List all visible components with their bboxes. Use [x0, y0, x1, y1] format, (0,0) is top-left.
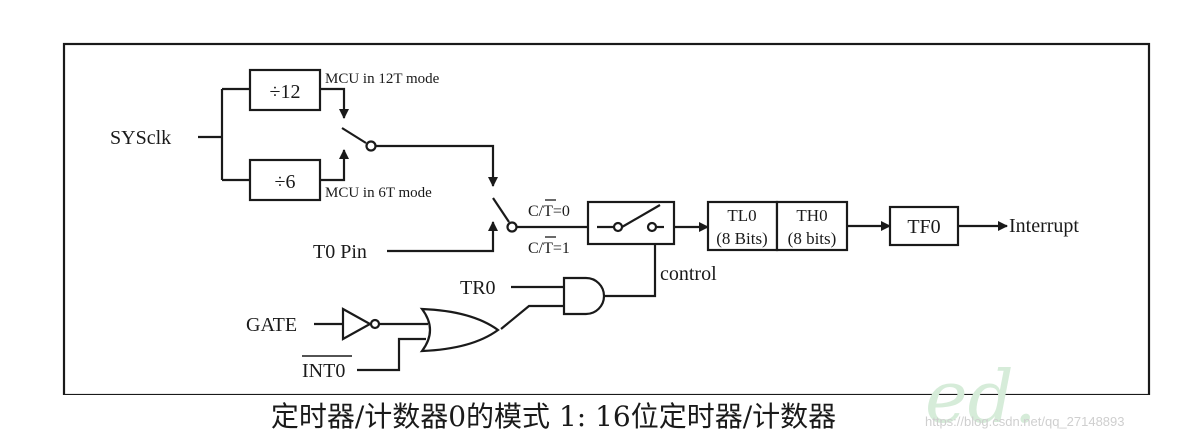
- tl0-bits: (8 Bits): [716, 229, 767, 248]
- and-gate: [562, 276, 606, 316]
- tl0-name: TL0: [727, 206, 756, 225]
- timer0-mode1-block-diagram: SYSclk ÷12 MCU in 12T mode ÷6 MCU in 6T …: [62, 42, 1151, 395]
- run-control-switch: [586, 200, 676, 246]
- interrupt-label: Interrupt: [1009, 215, 1079, 237]
- and-input-wire: [500, 304, 564, 330]
- tr0-label: TR0: [460, 277, 496, 299]
- t0-pin-wire: [387, 221, 498, 253]
- div6-output-arrow: [320, 149, 349, 182]
- diagram-frame: [62, 42, 1151, 395]
- control-label: control: [660, 263, 717, 285]
- div12-output-arrow: [320, 87, 349, 119]
- sysclk-label: SYSclk: [110, 127, 171, 149]
- tf0-flag-label: TF0: [907, 216, 940, 238]
- tl0-register: [706, 200, 779, 252]
- figure-caption-text: 定时器/计数器0的模式 1: 16位定时器/计数器: [270, 400, 837, 433]
- gate-label: GATE: [246, 314, 297, 336]
- inverter-bubble: [369, 318, 381, 330]
- sysclk-branch-wires: [198, 87, 250, 182]
- th0-bits: (8 bits): [788, 229, 837, 248]
- mode-12t-label: MCU in 12T mode: [325, 71, 440, 87]
- th0-name: TH0: [796, 206, 827, 225]
- int0-label: INT0: [302, 360, 345, 382]
- watermark-url: https://blog.csdn.net/qq_27148893: [925, 414, 1125, 429]
- divide-by-6-label: ÷6: [275, 171, 296, 193]
- or-gate: [419, 307, 500, 353]
- mode-6t-label: MCU in 6T mode: [325, 185, 432, 201]
- mode-select-switch: [341, 127, 498, 187]
- watermark-script: ed.: [925, 355, 1037, 439]
- divide-by-6-box: [248, 158, 322, 202]
- counter-timer-select-switch: [492, 197, 588, 233]
- divide-by-12-label: ÷12: [270, 81, 301, 103]
- figure-caption: 定时器/计数器0的模式 1: 16位定时器/计数器: [0, 395, 1187, 435]
- th0-register: [775, 200, 849, 252]
- ct-zero-label: C/T=0: [528, 203, 570, 220]
- t0-pin-label: T0 Pin: [313, 241, 367, 263]
- int0-wire: [357, 337, 426, 372]
- control-wire: [604, 244, 657, 298]
- ct-one-label: C/T=1: [528, 240, 570, 257]
- inverter-gate: [341, 307, 373, 341]
